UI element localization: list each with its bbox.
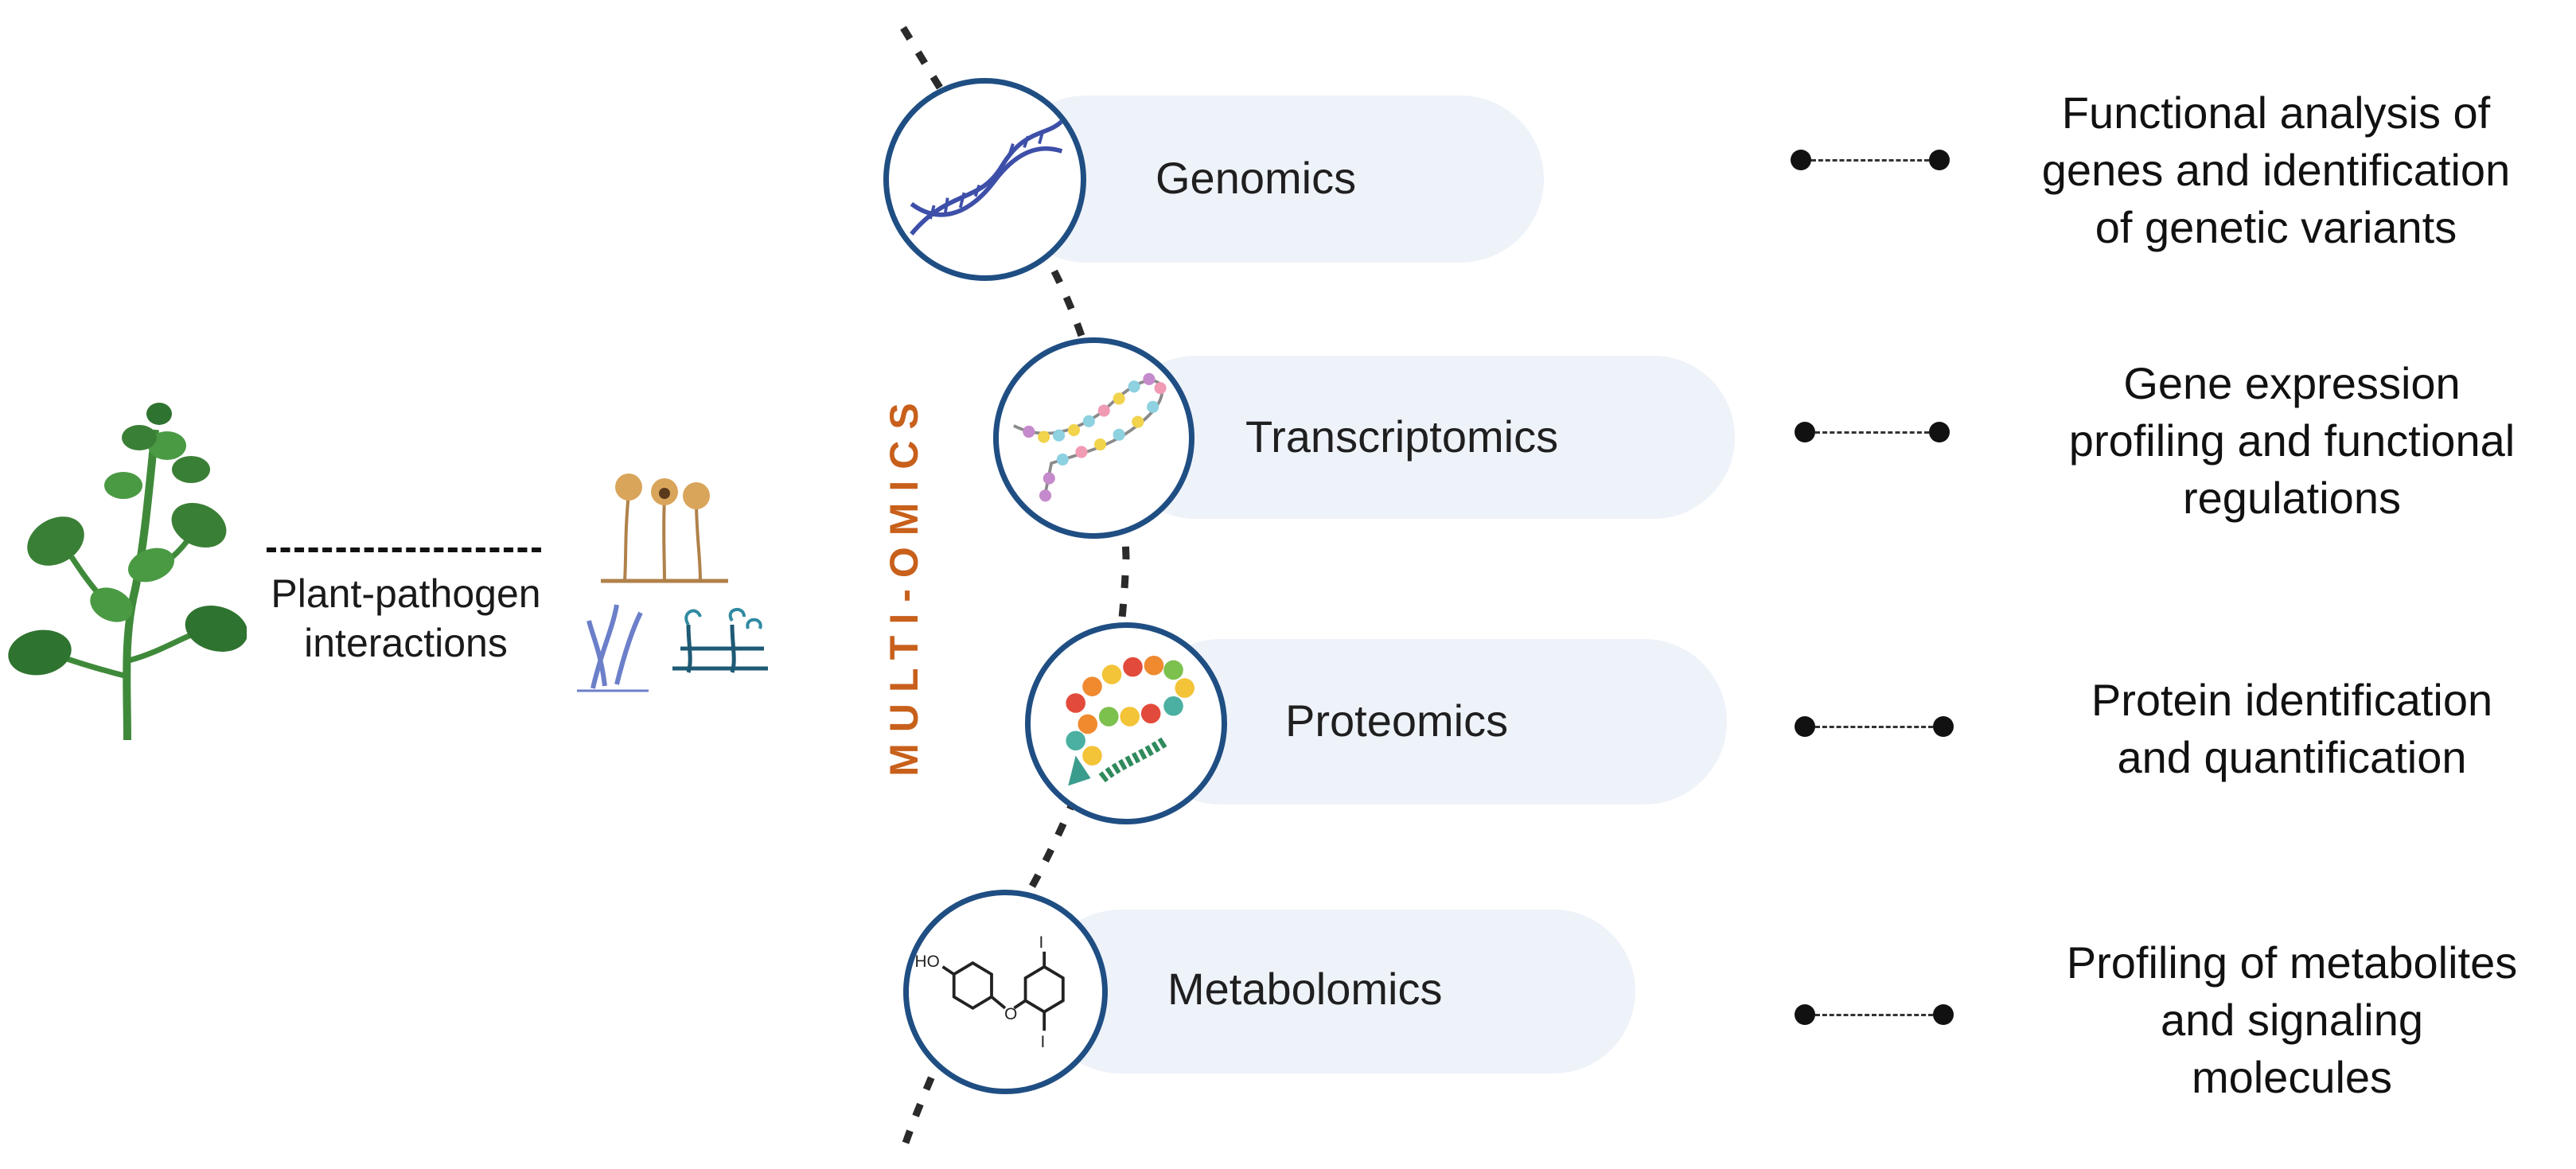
proteomics-connector (1795, 716, 1954, 737)
description-line: and quantification (2117, 732, 2467, 782)
connector-dash (1815, 726, 1933, 728)
genomics-description: Functional analysis of genes and identif… (2005, 84, 2547, 256)
genomics-circle (883, 78, 1086, 281)
connector-dash (1815, 431, 1929, 434)
description-line: Functional analysis of (2061, 88, 2491, 138)
transcriptomics-connector (1795, 422, 1950, 442)
iodine-bottom-label: I (1040, 1033, 1045, 1051)
plant-illustration (8, 403, 247, 741)
connector-dash (1815, 1014, 1933, 1016)
description-line: Gene expression (2123, 358, 2461, 408)
description-line: Profiling of metabolites (2066, 937, 2518, 988)
description-line: Protein identification (2091, 675, 2493, 725)
connector-dot-left (1795, 716, 1815, 737)
metabolomics-description: Profiling of metabolites and signaling m… (2005, 934, 2576, 1106)
connector-dot-left (1795, 422, 1815, 442)
connector-dot-right (1929, 422, 1950, 442)
interaction-dashed-line (267, 547, 541, 552)
connector-dot-right (1933, 1004, 1954, 1025)
description-line: regulations (2183, 473, 2401, 523)
hydroxyl-label: HO (915, 953, 940, 971)
proteomics-description: Protein identification and quantificatio… (2005, 672, 2576, 786)
genomics-pill (1003, 95, 1544, 263)
proteomics-pill (1138, 639, 1727, 805)
iodine-top-label: I (1039, 933, 1044, 952)
connector-dot-left (1795, 1004, 1815, 1025)
transcriptomics-label: Transcriptomics (1245, 411, 1559, 462)
dna-helix-icon (910, 119, 1064, 236)
molecule-structure-icon: HO I I O (915, 933, 1065, 1051)
multi-omics-vertical-label: MULTI-OMICS (882, 392, 926, 777)
genomics-connector (1791, 150, 1950, 170)
transcriptomics-pill (1114, 356, 1735, 519)
rna-hairpin-icon (1013, 372, 1167, 502)
connector-dot-right (1933, 716, 1954, 737)
protein-chain-icon (1066, 655, 1194, 786)
connector-dot-left (1791, 150, 1811, 170)
oxygen-label: O (1004, 1005, 1017, 1023)
description-line: molecules (2191, 1052, 2393, 1102)
description-line: and signaling (2160, 995, 2424, 1045)
proteomics-circle (1025, 622, 1227, 824)
metabolomics-pill (1039, 910, 1635, 1074)
description-line: of genetic variants (2095, 202, 2457, 252)
transcriptomics-circle (993, 337, 1194, 539)
description-line: profiling and functional (2068, 415, 2516, 466)
genomics-label: Genomics (1155, 153, 1357, 203)
interaction-label: Plant-pathogen interactions (255, 569, 557, 668)
connector-dot-right (1929, 150, 1950, 170)
metabolomics-connector (1795, 1004, 1954, 1025)
transcriptomics-description: Gene expression profiling and functional… (2005, 355, 2576, 527)
description-line: genes and identification (2041, 145, 2511, 195)
metabolomics-label: Metabolomics (1167, 964, 1443, 1014)
interaction-label-line1: Plant-pathogen (271, 571, 541, 616)
metabolomics-circle: HO I I O (903, 890, 1108, 1094)
connector-dash (1811, 159, 1929, 162)
proteomics-label: Proteomics (1285, 696, 1509, 746)
pathogen-illustration (577, 473, 768, 692)
interaction-label-line2: interactions (304, 621, 508, 665)
